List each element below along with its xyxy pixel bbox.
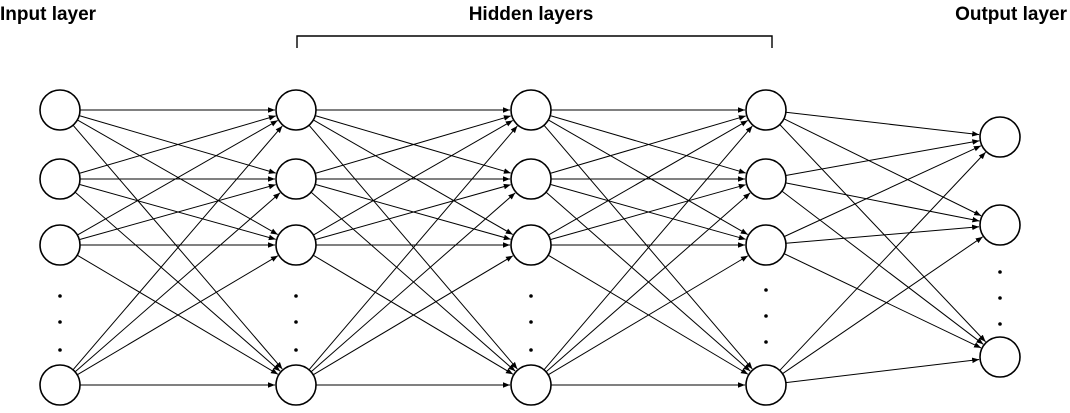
output-ellipsis-dot-1 (998, 270, 1002, 274)
hidden-1-neuron-3 (275, 224, 317, 266)
output-ellipsis-dot-2 (998, 296, 1002, 300)
connection-hidden-3-3-to-output-2 (785, 224, 980, 244)
connection-hidden-3-4-to-output-2 (782, 236, 983, 375)
connection-hidden-3-4-to-output-3 (785, 357, 980, 384)
connection-hidden-3-3-to-output-3 (783, 253, 982, 349)
input-ellipsis-dot-1 (58, 294, 62, 298)
connection-input-3-to-hidden-1-2 (79, 183, 276, 241)
connection-hidden-3-2-to-output-3 (781, 190, 984, 345)
connection-input-4-to-hidden-1-2 (74, 192, 281, 373)
hidden-2-neuron-1 (510, 89, 552, 131)
hidden-3-ellipsis-dot-3 (764, 340, 768, 344)
hidden-1-ellipsis-dot-1 (294, 294, 298, 298)
output-neuron-3 (979, 336, 1021, 378)
neurons (39, 89, 1021, 406)
connection-hidden-3-4-to-output-1 (779, 151, 986, 371)
hidden-1-neuron-2 (275, 158, 317, 200)
connection-hidden-3-1-to-output-2 (783, 118, 982, 217)
hidden-3-neuron-4 (745, 364, 787, 406)
hidden-3-ellipsis-dot-1 (764, 288, 768, 292)
connection-hidden-1-4-to-hidden-2-3 (312, 255, 514, 376)
input-neuron-4 (39, 364, 81, 406)
hidden-2-ellipsis-dot-1 (529, 294, 533, 298)
connection-hidden-1-4-to-hidden-2-1 (308, 125, 518, 371)
connection-input-3-to-hidden-1-1 (77, 119, 279, 236)
connection-hidden-1-2-to-hidden-2-1 (315, 115, 511, 174)
hidden-layers-label: Hidden layers (469, 4, 594, 25)
connection-hidden-3-1-to-output-1 (785, 111, 980, 137)
input-neuron-3 (39, 224, 81, 266)
ellipsis-dots (58, 270, 1002, 352)
hidden-1-ellipsis-dot-3 (294, 348, 298, 352)
hidden-2-neuron-2 (510, 158, 552, 200)
connection-hidden-2-4-to-hidden-3-3 (547, 255, 749, 376)
hidden-1-neuron-4 (275, 364, 317, 406)
input-ellipsis-dot-2 (58, 320, 62, 324)
connections (72, 107, 986, 388)
connection-hidden-3-3-to-output-1 (783, 145, 982, 238)
hidden-1-neuron-1 (275, 89, 317, 131)
output-neuron-2 (979, 204, 1021, 246)
hidden-layers-bracket (296, 35, 773, 48)
input-ellipsis-dot-3 (58, 348, 62, 352)
connection-hidden-1-3-to-hidden-2-1 (313, 120, 514, 236)
input-neuron-1 (39, 89, 81, 131)
connection-hidden-2-3-to-hidden-3-1 (548, 120, 749, 236)
connection-input-4-to-hidden-1-1 (72, 125, 283, 371)
connection-hidden-2-4-to-hidden-3-1 (543, 125, 753, 371)
connection-hidden-2-3-to-hidden-3-2 (550, 183, 746, 241)
hidden-2-neuron-3 (510, 224, 552, 266)
connection-input-2-to-hidden-1-1 (79, 115, 276, 174)
connection-hidden-3-2-to-output-1 (785, 139, 980, 176)
connection-hidden-2-2-to-hidden-3-1 (550, 115, 746, 174)
hidden-2-ellipsis-dot-3 (529, 348, 533, 352)
hidden-3-neuron-1 (745, 89, 787, 131)
output-layer-label: Output layer (955, 4, 1068, 25)
hidden-2-ellipsis-dot-2 (529, 320, 533, 324)
output-ellipsis-dot-3 (998, 322, 1002, 326)
hidden-1-ellipsis-dot-2 (294, 320, 298, 324)
hidden-3-neuron-2 (745, 158, 787, 200)
hidden-3-ellipsis-dot-2 (764, 314, 768, 318)
hidden-2-neuron-4 (510, 364, 552, 406)
connection-hidden-2-4-to-hidden-3-2 (545, 192, 751, 373)
connection-input-4-to-hidden-1-3 (76, 255, 279, 376)
output-neuron-1 (979, 116, 1021, 158)
connection-hidden-1-4-to-hidden-2-2 (310, 192, 516, 373)
connection-hidden-3-2-to-output-2 (785, 182, 980, 223)
input-layer-label: Input layer (0, 4, 97, 25)
connection-hidden-1-3-to-hidden-2-2 (315, 183, 511, 241)
input-neuron-2 (39, 158, 81, 200)
connection-hidden-3-1-to-output-3 (779, 124, 986, 343)
hidden-3-neuron-3 (745, 224, 787, 266)
